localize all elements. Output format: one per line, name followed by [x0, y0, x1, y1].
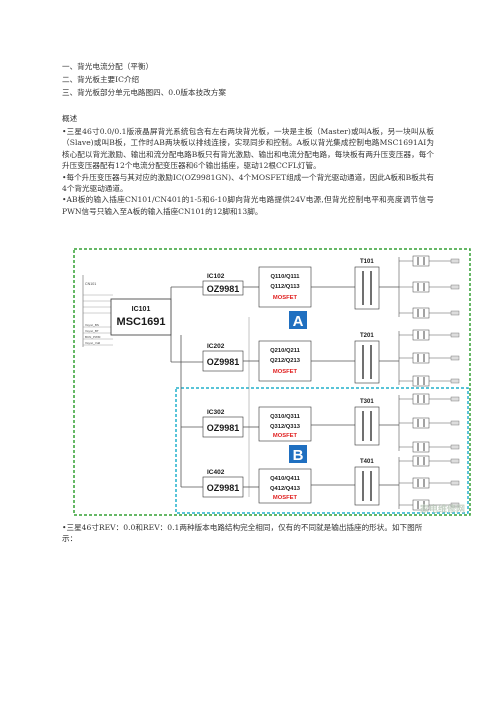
pin-label: BCN_PWM: [85, 335, 101, 339]
mosfet-label: MOSFET: [273, 369, 298, 375]
lamp-connector: [450, 355, 460, 361]
balance-transformer: [412, 255, 430, 267]
balance-transformer: [412, 307, 430, 319]
lamp-connector: [450, 458, 460, 464]
balance-transformer: [412, 281, 430, 293]
balance-transformer: [412, 375, 430, 387]
transformer-id: T301: [360, 399, 374, 405]
board-a-border: [73, 248, 471, 516]
board-a-badge: [289, 311, 307, 329]
transformer-id: T201: [360, 333, 374, 339]
mosfet-pair-1: Q210/Q211: [270, 348, 300, 354]
main-ic-name: MSC1691: [117, 316, 166, 328]
driver-ic-id: IC402: [207, 469, 225, 476]
balance-transformer: [412, 352, 430, 364]
driver-ic-name: OZ9981: [207, 423, 240, 433]
main-ic-box: [110, 298, 172, 336]
lamp-connector: [450, 258, 460, 264]
mosfet-label: MOSFET: [273, 433, 298, 439]
overview-heading: 概述: [62, 114, 78, 123]
main-ic-id: IC101: [132, 306, 151, 313]
paragraph-3: •AB板的输入插座CN101/CN401的1-5和6-10脚向背光电路提供24V…: [62, 195, 434, 216]
balance-transformer: [412, 417, 430, 429]
lamp-connector: [450, 502, 460, 508]
pin-label: Vsync_BT: [85, 329, 99, 333]
pin-label: Vsync_Vdd: [85, 341, 101, 345]
driver-ic-id: IC202: [207, 343, 225, 350]
driver-ic-name: OZ9981: [207, 357, 240, 367]
driver-ic-name: OZ9981: [207, 483, 240, 493]
overview-body: •三星46寸0.0/0.1版液晶屏背光系统包含有左右两块背光板，一块是主板（Ma…: [62, 126, 434, 217]
lamp-connector: [450, 284, 460, 290]
paragraph-2: •每个升压变压器与其对应的激励IC(OZ9981GN)、4个MOSFET组成一个…: [62, 172, 434, 194]
mosfet-pair-2: Q212/Q213: [270, 358, 301, 364]
paragraph-1: •三星46寸0.0/0.1版液晶屏背光系统包含有左右两块背光板，一块是主板（Ma…: [62, 127, 434, 171]
board-b-border: [175, 387, 469, 514]
mosfet-label: MOSFET: [273, 495, 298, 501]
board-b-label: B: [293, 447, 304, 464]
driver-ic-id: IC102: [207, 273, 225, 280]
lamp-connector: [450, 420, 460, 426]
backlight-block-diagram: CN101 Vsync_BS Vsync_BT BCN_PWM Vsync_Vd…: [73, 248, 471, 516]
toc-item-2: 二、背光板主要IC介绍: [62, 75, 140, 84]
mosfet-pair-2: Q112/Q113: [270, 284, 300, 290]
footer-paragraph: •三星46寸REV：0.0和REV：0.1两种版本电路结构完全相同，仅有的不同就…: [62, 523, 423, 544]
mosfet-pair-1: Q310/Q311: [270, 414, 300, 420]
driver-ic-name: OZ9981: [207, 284, 240, 294]
current-balancer-groups: [398, 255, 460, 511]
balance-transformer: [412, 329, 430, 341]
channel-3: IC302 OZ9981 Q310/Q311 Q312/Q313 MOSFET …: [202, 399, 399, 446]
revision-note: •三星46寸REV：0.0和REV：0.1两种版本电路结构完全相同，仅有的不同就…: [62, 522, 434, 545]
watermark: 家电维修网: [420, 503, 465, 514]
mosfet-label: MOSFET: [273, 295, 298, 301]
mosfet-pair-2: Q412/Q413: [270, 486, 301, 492]
board-a-label: A: [293, 313, 304, 330]
transformer-id: T101: [360, 259, 374, 265]
transformer-id: T401: [360, 459, 374, 465]
mosfet-pair-1: Q110/Q111: [270, 274, 300, 280]
driver-ic-id: IC302: [207, 409, 225, 416]
lamp-connector: [450, 310, 460, 316]
lamp-connector: [450, 378, 460, 384]
table-of-contents: 一、背光电流分配（平衡） 二、背光板主要IC介绍 三、背光板部分单元电路图四、0…: [62, 60, 226, 99]
pin-label: Vsync_BS: [85, 323, 99, 327]
mosfet-pair-2: Q312/Q313: [270, 424, 301, 430]
mosfet-pair-1: Q410/Q411: [270, 476, 300, 482]
balance-transformer: [412, 477, 430, 489]
input-connector: CN101 Vsync_BS Vsync_BT BCN_PWM Vsync_Vd…: [82, 275, 113, 347]
balance-transformer: [412, 441, 430, 453]
channel-4: IC402 OZ9981 Q410/Q411 Q412/Q413 MOSFET …: [202, 459, 399, 506]
channel-2: IC202 OZ9981 Q210/Q211 Q212/Q213 MOSFET …: [202, 333, 399, 384]
balance-transformer: [412, 393, 430, 405]
toc-item-1: 一、背光电流分配（平衡）: [62, 62, 154, 71]
lamp-connector: [450, 396, 460, 402]
lamp-connector: [450, 444, 460, 450]
board-b-badge: [289, 445, 307, 463]
channel-1: IC102 OZ9981 Q110/Q111 Q112/Q113 MOSFET …: [202, 259, 399, 310]
lamp-connector: [450, 332, 460, 338]
balance-transformer: [412, 455, 430, 467]
toc-item-3: 三、背光板部分单元电路图四、0.0版本技改方案: [62, 88, 226, 97]
lamp-connector: [450, 480, 460, 486]
connector-label: CN101: [85, 282, 96, 286]
